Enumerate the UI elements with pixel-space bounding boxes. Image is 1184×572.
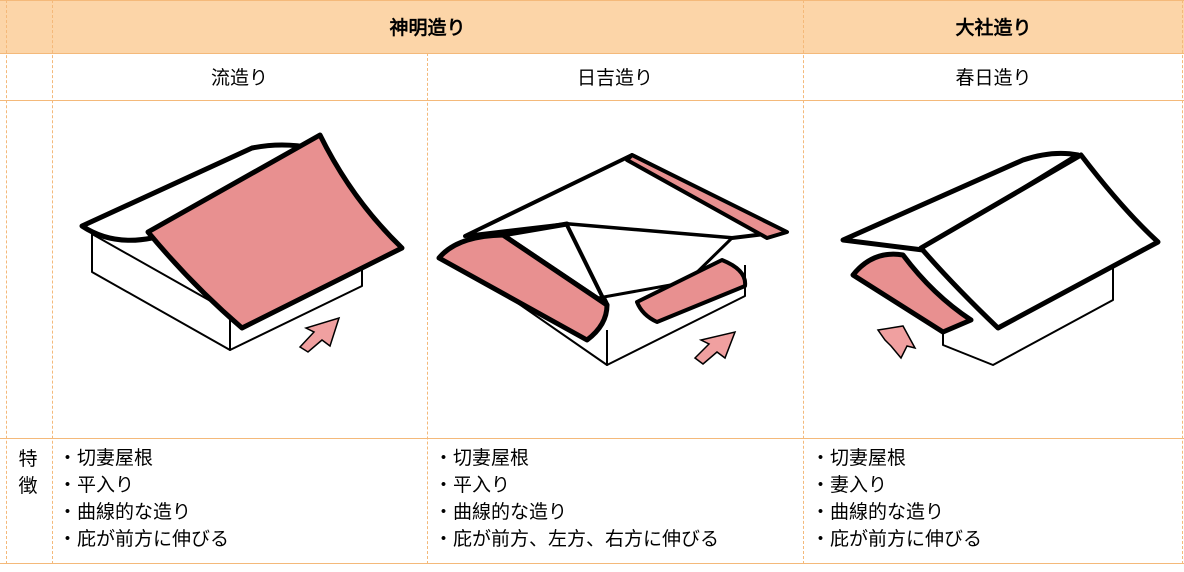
roof-hie-illustration bbox=[436, 153, 789, 366]
entrance-arrow-icon bbox=[298, 316, 341, 353]
header-group-shinmei: 神明造り bbox=[52, 0, 803, 53]
roof-kasuga-illustration bbox=[840, 150, 1161, 366]
column-divider bbox=[1182, 0, 1183, 564]
list-item: 庇が前方に伸びる bbox=[64, 526, 229, 553]
row-divider bbox=[0, 53, 1184, 54]
style-name-kasuga: 春日造り bbox=[803, 53, 1184, 100]
row-divider bbox=[0, 563, 1184, 564]
header-corner bbox=[0, 0, 52, 53]
list-item: 曲線的な造り bbox=[440, 499, 719, 526]
entrance-arrow-icon bbox=[876, 325, 917, 360]
features-list-hie: 切妻屋根 平入り 曲線的な造り 庇が前方、左方、右方に伸びる bbox=[440, 445, 719, 553]
row-divider bbox=[0, 438, 1184, 439]
style-name-hie: 日吉造り bbox=[427, 53, 803, 100]
features-row-label: 特徴 bbox=[8, 446, 48, 500]
header-group-shinmei-label: 神明造り bbox=[389, 17, 466, 39]
style-name-label: 春日造り bbox=[955, 67, 1032, 89]
list-item: 切妻屋根 bbox=[64, 445, 229, 472]
roof-nagare-illustration bbox=[79, 132, 405, 353]
features-label: 特徴 bbox=[18, 448, 38, 497]
list-item: 平入り bbox=[64, 472, 229, 499]
style-name-nagare: 流造り bbox=[52, 53, 427, 100]
style-name-label: 日吉造り bbox=[576, 67, 653, 89]
column-divider bbox=[803, 0, 804, 564]
features-list-nagare: 切妻屋根 平入り 曲線的な造り 庇が前方に伸びる bbox=[64, 445, 229, 553]
header-group-taisha: 大社造り bbox=[803, 0, 1184, 53]
features-list-kasuga: 切妻屋根 妻入り 曲線的な造り 庇が前方に伸びる bbox=[817, 445, 982, 553]
list-item: 曲線的な造り bbox=[817, 499, 982, 526]
row-divider bbox=[0, 100, 1184, 101]
style-name-label: 流造り bbox=[210, 67, 268, 89]
list-item: 切妻屋根 bbox=[817, 445, 982, 472]
column-divider bbox=[427, 53, 428, 564]
header-group-taisha-label: 大社造り bbox=[955, 17, 1032, 39]
list-item: 庇が前方、左方、右方に伸びる bbox=[440, 526, 719, 553]
list-item: 平入り bbox=[440, 472, 719, 499]
entrance-arrow-icon bbox=[693, 330, 737, 365]
column-divider bbox=[6, 0, 7, 564]
list-item: 妻入り bbox=[817, 472, 982, 499]
list-item: 庇が前方に伸びる bbox=[817, 526, 982, 553]
list-item: 曲線的な造り bbox=[64, 499, 229, 526]
list-item: 切妻屋根 bbox=[440, 445, 719, 472]
row-divider bbox=[0, 0, 1184, 1]
column-divider bbox=[52, 0, 53, 564]
